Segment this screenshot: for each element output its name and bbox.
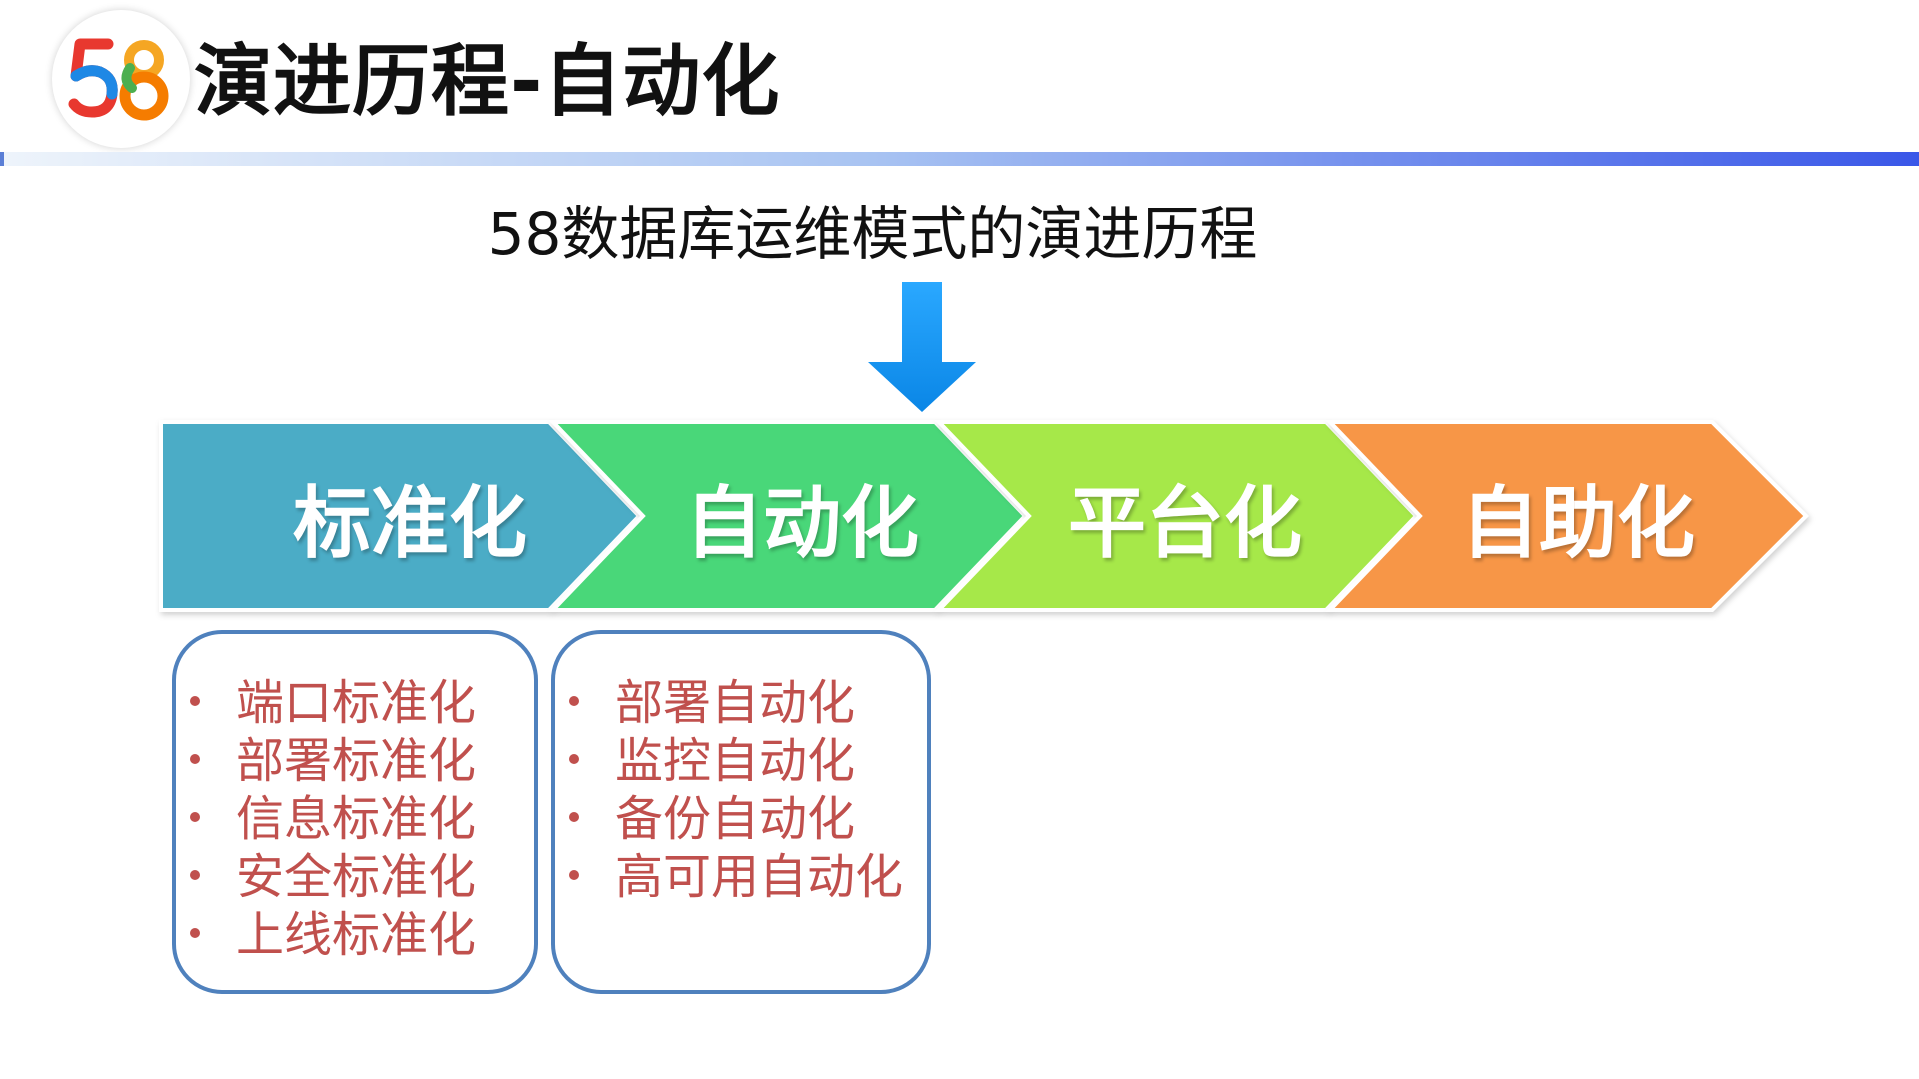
bullet-icon [569,870,579,880]
title-divider [0,152,1919,166]
standardization-items-box: 端口标准化 部署标准化 信息标准化 安全标准化 上线标准化 [172,630,538,994]
logo-58-icon [68,38,169,121]
list-item: 信息标准化 [176,790,534,848]
list-item-label: 端口标准化 [236,675,477,731]
list-item-label: 监控自动化 [615,733,856,789]
list-item-label: 备份自动化 [615,791,856,847]
list-item: 部署标准化 [176,732,534,790]
bullet-icon [190,754,200,764]
list-item: 上线标准化 [176,906,534,964]
standardization-list: 端口标准化 部署标准化 信息标准化 安全标准化 上线标准化 [176,674,534,964]
list-item-label: 信息标准化 [236,791,477,847]
bullet-icon [190,870,200,880]
list-item: 部署自动化 [555,674,927,732]
list-item-label: 上线标准化 [236,907,477,963]
diagram-subtitle: 58数据库运维模式的演进历程 [487,200,1258,268]
stage-label-standardization: 标准化 [292,479,527,569]
list-item: 安全标准化 [176,848,534,906]
list-item-label: 安全标准化 [236,849,477,905]
list-item: 高可用自动化 [555,848,927,906]
logo-58 [52,10,190,148]
list-item-label: 部署标准化 [236,733,477,789]
list-item-label: 部署自动化 [615,675,856,731]
automation-items-box: 部署自动化 监控自动化 备份自动化 高可用自动化 [551,630,931,994]
list-item-label: 高可用自动化 [615,849,904,905]
list-item: 备份自动化 [555,790,927,848]
stage-label-platform: 平台化 [1067,479,1302,569]
automation-list: 部署自动化 监控自动化 备份自动化 高可用自动化 [555,674,927,906]
page-title: 演进历程-自动化 [194,37,781,127]
current-stage-arrow-icon [868,282,976,412]
stage-label-automation: 自动化 [684,479,919,569]
bullet-icon [190,928,200,938]
bullet-icon [190,696,200,706]
list-item: 监控自动化 [555,732,927,790]
bullet-icon [569,754,579,764]
bullet-icon [190,812,200,822]
bullet-icon [569,696,579,706]
bullet-icon [569,812,579,822]
stage-label-self-service: 自助化 [1460,479,1695,569]
list-item: 端口标准化 [176,674,534,732]
